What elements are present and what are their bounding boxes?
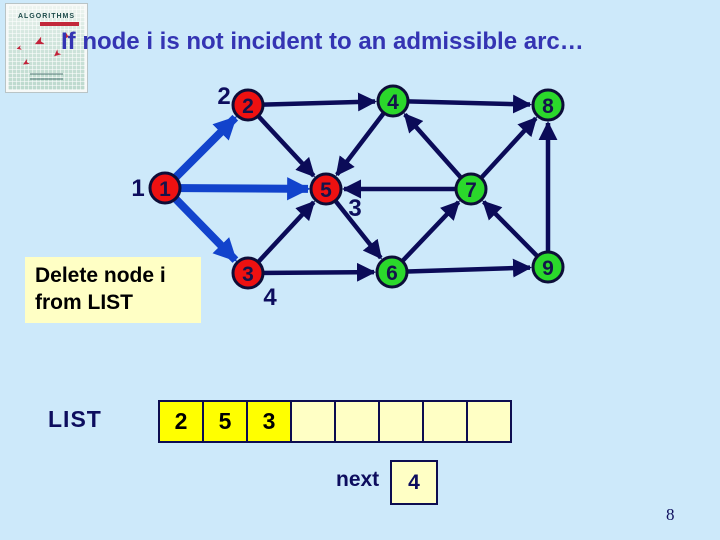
graph-edge-3-6 (247, 262, 376, 282)
node-circle-9 (531, 250, 565, 284)
graph-node-7: 7 (454, 172, 488, 206)
node-number-7: 7 (465, 179, 477, 202)
node-number-4: 4 (387, 91, 399, 114)
graph-edge-1-2 (162, 114, 239, 191)
graph-edge-6-9 (391, 258, 532, 278)
page-number: 8 (666, 505, 675, 524)
node-number-8: 8 (542, 95, 554, 118)
callout-line1: Delete node i (35, 264, 166, 287)
node-number-9: 9 (542, 257, 554, 280)
book-cover-image: ALGORITHMS ➤ ➤ ➤ ➤ ➤ (5, 3, 88, 93)
graph-edge-4-8 (392, 94, 532, 114)
callout-box: Delete node i from LIST (25, 257, 201, 323)
list-cell-2: 5 (202, 400, 248, 443)
graph-node-6: 6 (375, 255, 409, 289)
node-circle-1 (148, 171, 182, 205)
list-label: LIST (48, 406, 102, 432)
graph-node-2: 22 (217, 83, 265, 122)
node-number-2: 2 (242, 95, 254, 118)
node-distance-label-1: 1 (131, 175, 144, 202)
next-box: 4 (390, 460, 438, 505)
graph-edge-1-3 (162, 185, 239, 263)
graph-edge-1-5 (164, 177, 311, 201)
node-distance-label-2: 2 (217, 83, 230, 110)
graph-edge-7-4 (403, 112, 473, 191)
graph-node-9: 9 (531, 250, 565, 284)
node-circle-5 (309, 172, 343, 206)
book-cover-art: ALGORITHMS ➤ ➤ ➤ ➤ ➤ (8, 6, 85, 90)
list-cell-6 (378, 400, 424, 443)
list-cell-1: 2 (158, 400, 204, 443)
node-distance-label-3: 4 (263, 284, 277, 311)
node-circle-2 (231, 88, 265, 122)
book-grid-texture (8, 6, 85, 90)
node-number-5: 5 (320, 179, 332, 202)
graph-node-5: 53 (309, 172, 362, 222)
list-cell-4 (290, 400, 336, 443)
list-cell-3: 3 (246, 400, 292, 443)
graph-edge-2-4 (247, 92, 377, 112)
callout-line2: from LIST (35, 291, 133, 314)
node-number-3: 3 (242, 263, 254, 286)
next-value: 4 (408, 470, 420, 494)
list-cell-8 (466, 400, 512, 443)
book-title-text: ALGORITHMS (17, 13, 76, 20)
book-red-bar (40, 22, 79, 26)
page-title: If node i is not incident to an admissib… (61, 28, 584, 55)
node-circle-3 (231, 256, 265, 290)
node-number-6: 6 (386, 262, 398, 285)
book-cover-caption-lines (30, 70, 63, 80)
node-circle-6 (375, 255, 409, 289)
node-distance-label-5: 3 (348, 195, 361, 222)
node-number-1: 1 (159, 178, 171, 201)
graph-node-8: 8 (531, 88, 565, 122)
list-cell-5 (334, 400, 380, 443)
graph-node-4: 4 (376, 84, 410, 118)
node-circle-8 (531, 88, 565, 122)
graph-node-3: 34 (231, 256, 277, 311)
next-label: next (336, 468, 380, 491)
node-circle-4 (376, 84, 410, 118)
node-circle-7 (454, 172, 488, 206)
edge-layer (162, 92, 558, 282)
graph-node-1: 11 (131, 171, 182, 205)
